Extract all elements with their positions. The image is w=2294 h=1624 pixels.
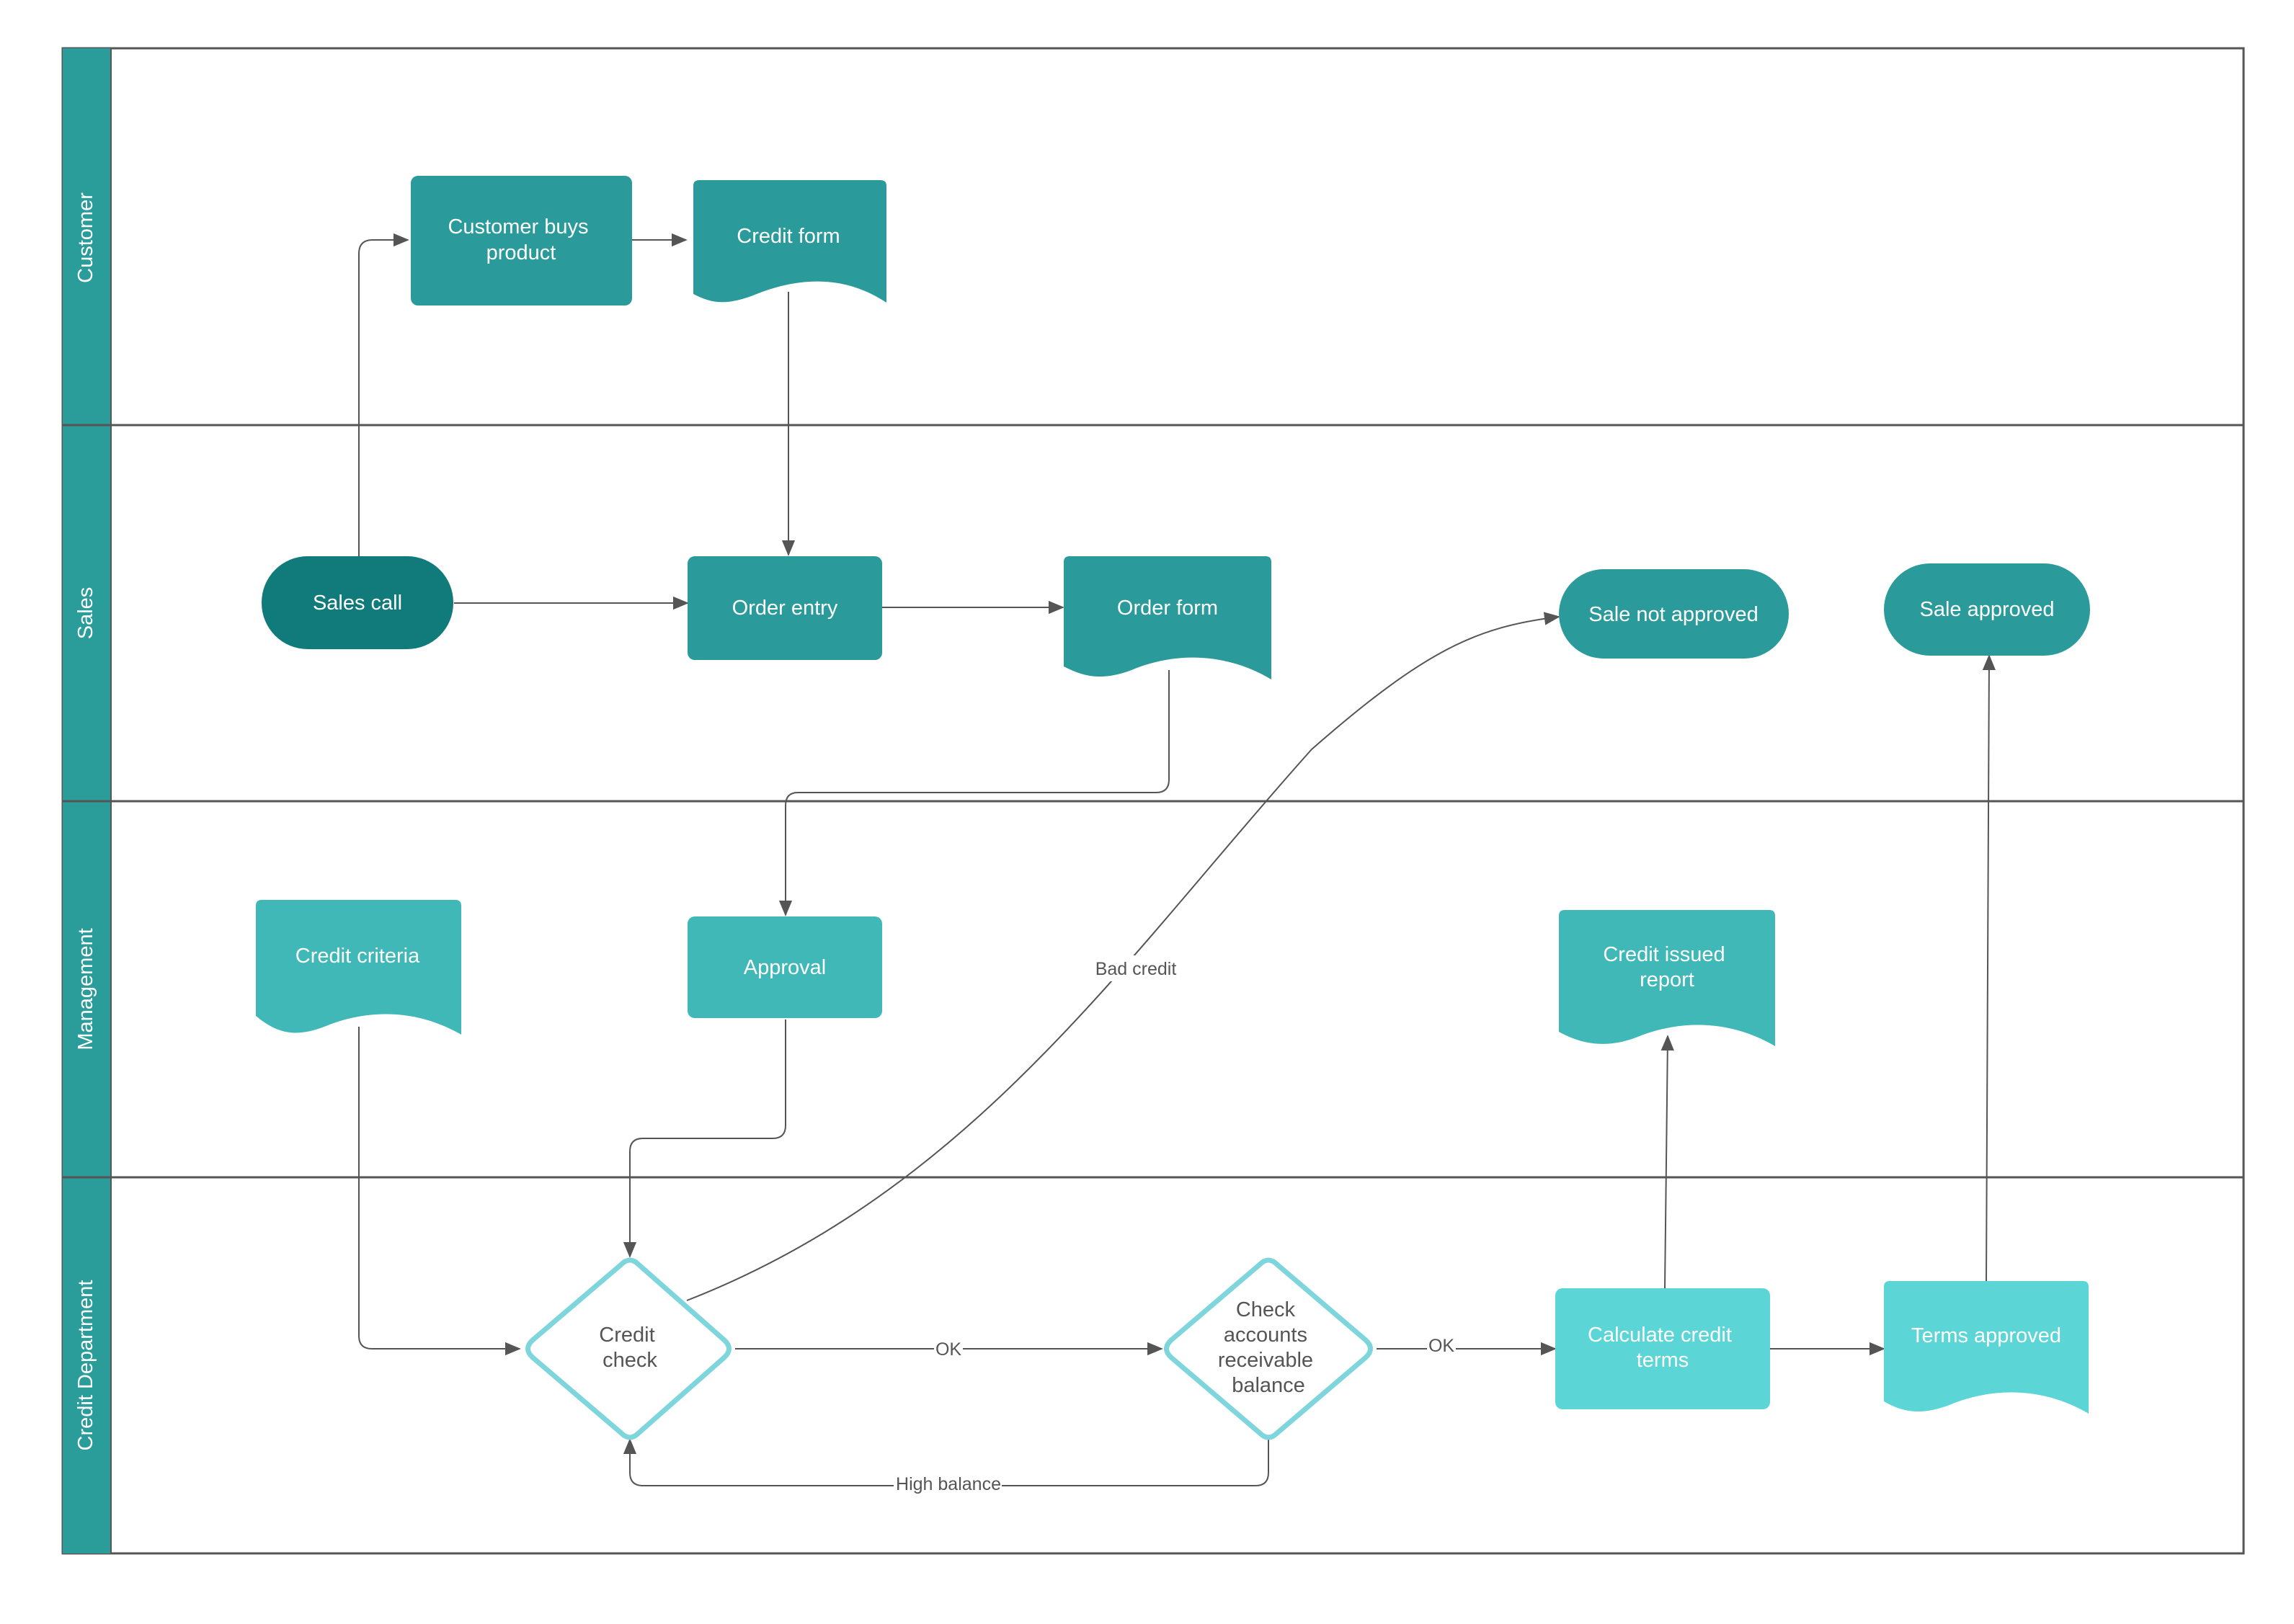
node-label-line: Credit issued (1603, 943, 1725, 966)
lane-label-sales: Sales (74, 587, 97, 640)
node-label-line: product (486, 241, 556, 264)
decision-check-accounts-receivable-balance[interactable]: Check accounts receivable balance (1164, 1257, 1373, 1440)
document-order-form[interactable]: Order form (1064, 556, 1271, 679)
node-label: Credit issued report (1603, 943, 1730, 991)
lane-label-customer: Customer (74, 192, 97, 283)
edge-credit-check-to-sale-not-approved (686, 612, 1560, 1301)
document-credit-issued-report[interactable]: Credit issued report (1559, 910, 1775, 1046)
nodes: Customer buys product Credit form Sales … (256, 176, 2090, 1440)
process-order-entry[interactable]: Order entry (688, 556, 882, 660)
terminal-sale-approved[interactable]: Sale approved (1884, 563, 2090, 656)
node-label-line: Customer buys (448, 215, 588, 238)
process-calculate-credit-terms[interactable]: Calculate credit terms (1555, 1288, 1770, 1409)
edge-sales-call-to-customer-buys (358, 233, 409, 558)
node-shape (525, 1257, 732, 1440)
edge-label-ok: OK (1428, 1336, 1454, 1356)
node-shape (1884, 1281, 2089, 1414)
lane-label-credit-department: Credit Department (74, 1280, 97, 1451)
edge-label-ok: OK (935, 1339, 961, 1360)
node-label: Sales call (313, 592, 402, 615)
node-label: Check accounts receivable balance (1218, 1298, 1319, 1397)
node-label-line: check (603, 1349, 657, 1372)
node-label-line: accounts (1224, 1324, 1307, 1347)
node-label-line: report (1640, 968, 1694, 991)
edge-credit-criteria-to-credit-check (358, 1027, 521, 1356)
edge-label-bg (934, 1336, 963, 1362)
document-credit-criteria[interactable]: Credit criteria (256, 900, 461, 1035)
node-label-line: Calculate credit (1588, 1324, 1732, 1347)
node-shape (1884, 563, 2090, 656)
process-customer-buys-product[interactable]: Customer buys product (411, 176, 632, 305)
lane-label-management: Management (74, 928, 97, 1050)
node-shape (693, 180, 886, 303)
edge-labels: Bad credit OK OK High balance (894, 955, 1456, 1499)
node-shape (688, 916, 882, 1018)
node-label-line: receivable (1218, 1349, 1313, 1372)
node-shape (262, 556, 453, 649)
node-label: Calculate credit terms (1588, 1324, 1738, 1372)
node-label: Terms approved (1911, 1324, 2061, 1347)
edge-approval-to-credit-check (623, 1020, 786, 1258)
node-label-line: terms (1637, 1349, 1689, 1372)
terminal-sales-call[interactable]: Sales call (262, 556, 453, 649)
node-label: Order entry (732, 597, 838, 620)
node-label: Credit criteria (295, 945, 420, 968)
edge-label-bg (1090, 955, 1181, 981)
edge-label-high-balance: High balance (896, 1474, 1001, 1494)
document-terms-approved[interactable]: Terms approved (1884, 1281, 2089, 1414)
document-credit-form[interactable]: Credit form (693, 180, 886, 303)
node-label-line: Credit (599, 1324, 654, 1347)
node-shape (1555, 1288, 1770, 1409)
edge-label-bad-credit: Bad credit (1095, 959, 1177, 979)
node-label: Sale not approved (1588, 603, 1758, 626)
node-shape (411, 176, 632, 305)
node-label: Approval (744, 956, 826, 979)
node-shape (1164, 1257, 1373, 1440)
node-label: Credit check (599, 1324, 660, 1372)
node-label: Customer buys product (448, 215, 594, 264)
node-shape (688, 556, 882, 660)
edge-order-form-to-approval (778, 670, 1170, 916)
node-label: Order form (1117, 597, 1218, 620)
edge-label-bg (1427, 1336, 1456, 1362)
edge-calculate-credit-to-credit-issued (1661, 1035, 1674, 1289)
node-shape (1064, 556, 1271, 679)
connectors (358, 233, 1996, 1486)
node-label-line: Check (1236, 1298, 1296, 1321)
node-shape (1559, 569, 1789, 659)
terminal-sale-not-approved[interactable]: Sale not approved (1559, 569, 1789, 659)
edge-terms-approved-to-sale-approved (1982, 654, 1996, 1282)
node-label: Credit form (737, 225, 840, 248)
node-shape (1559, 910, 1775, 1046)
node-label: Sale approved (1919, 598, 2054, 621)
process-approval[interactable]: Approval (688, 916, 882, 1018)
node-label-line: balance (1232, 1374, 1305, 1397)
swimlanes: Customer Sales Management Credit Departm… (61, 47, 2245, 1555)
decision-credit-check[interactable]: Credit check (525, 1257, 732, 1440)
node-shape (256, 900, 461, 1035)
edge-label-bg (894, 1473, 1002, 1499)
